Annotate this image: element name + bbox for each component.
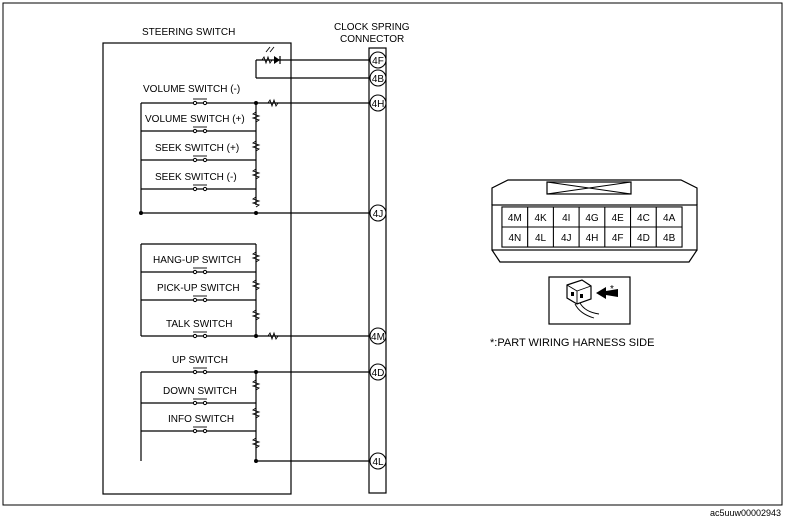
steering-switch-outline: [102, 42, 292, 495]
illumination-led: [255, 46, 370, 79]
connector-cell-label: 4F: [612, 233, 624, 244]
connector-cell-label: 4H: [586, 233, 599, 244]
pin-label: 4M: [371, 332, 385, 343]
connector-cell-4c: 4C: [630, 206, 657, 228]
connector-cell-4i: 4I: [552, 206, 580, 228]
connector-cell-4a: 4A: [655, 206, 683, 228]
switch-contact: [192, 267, 208, 275]
connector-pin-4h: 4H: [369, 94, 387, 112]
switch-label-down: DOWN SWITCH: [163, 386, 237, 397]
connector-cell-4b: 4B: [655, 226, 683, 248]
switch-contact: [192, 295, 208, 303]
switch-label-seek-plus: SEEK SWITCH (+): [155, 143, 239, 154]
connector-cell-4j: 4J: [552, 226, 580, 248]
connector-cell-label: 4G: [585, 213, 599, 224]
figure-border: [2, 2, 783, 506]
connector-cell-label: 4M: [508, 213, 522, 224]
connector-cell-label: 4K: [534, 213, 547, 224]
connector-cell-4n: 4N: [501, 226, 529, 248]
connector-pin-4m: 4M: [369, 327, 387, 345]
switch-contact: [192, 98, 208, 106]
clock-spring-label: CLOCK SPRING: [334, 22, 410, 33]
connector-face-cells: 4M 4K 4I 4G 4E 4C 4A 4N 4L 4J 4H 4F 4D 4B: [501, 206, 683, 248]
pin-label: 4B: [372, 74, 385, 85]
clock-spring-label-2: CONNECTOR: [340, 34, 404, 45]
switch-label-seek-minus: SEEK SWITCH (-): [155, 172, 237, 183]
pin-label: 4D: [372, 368, 385, 379]
pin-label: 4H: [372, 99, 385, 110]
pin-label: 4J: [373, 209, 384, 220]
connector-cell-4l: 4L: [527, 226, 554, 248]
connector-pin-4l: 4L: [369, 452, 387, 470]
connector-cell-label: 4B: [663, 233, 676, 244]
switch-label-volume-minus: VOLUME SWITCH (-): [143, 84, 240, 95]
connector-cell-label: 4I: [562, 213, 570, 224]
switch-label-volume-plus: VOLUME SWITCH (+): [145, 114, 245, 125]
connector-cell-label: 4E: [612, 213, 625, 224]
asterisk-mark: *: [610, 284, 614, 295]
switch-group-navigation: UP SWITCH DOWN SWITCH INFO SWITCH: [140, 355, 370, 463]
steering-switch-label: STEERING SWITCH: [142, 27, 235, 38]
switch-contact: [192, 331, 208, 339]
switch-contact: [192, 367, 208, 375]
figure-code: ac5uuw00002943: [710, 508, 781, 518]
connector-cell-label: 4D: [637, 233, 650, 244]
connector-cell-label: 4L: [535, 233, 547, 244]
switch-group-volume-seek: VOLUME SWITCH (-) VOLUME SWITCH (+) SEEK…: [139, 84, 370, 215]
connector-pin-4f: 4F: [369, 51, 387, 69]
connector-cell-4m: 4M: [501, 206, 529, 228]
connector-cell-4k: 4K: [527, 206, 554, 228]
switch-contact: [192, 184, 208, 192]
connector-pin-4b: 4B: [369, 69, 387, 87]
connector-cell-4d: 4D: [630, 226, 657, 248]
switch-contact: [192, 398, 208, 406]
connector-cell-label: 4J: [561, 233, 572, 244]
pin-label: 4F: [372, 56, 384, 67]
pin-label: 4L: [372, 457, 384, 468]
switch-contact: [192, 126, 208, 134]
switch-label-pick-up: PICK-UP SWITCH: [157, 283, 240, 294]
connector-cell-label: 4A: [663, 213, 676, 224]
switch-group-phone: HANG-UP SWITCH PICK-UP SWITCH TALK SWITC…: [140, 243, 370, 341]
switch-label-info: INFO SWITCH: [168, 414, 234, 425]
switch-contact: [192, 155, 208, 163]
switch-label-talk: TALK SWITCH: [166, 319, 232, 330]
switch-contact: [192, 426, 208, 434]
connector-cell-4h: 4H: [578, 226, 606, 248]
switch-label-up: UP SWITCH: [172, 355, 228, 366]
footnote: *:PART WIRING HARNESS SIDE: [490, 337, 654, 349]
connector-cell-4g: 4G: [578, 206, 606, 228]
connector-pin-4j: 4J: [369, 204, 387, 222]
connector-pin-4d: 4D: [369, 363, 387, 381]
connector-cell-label: 4C: [637, 213, 650, 224]
clock-spring-bar: [368, 47, 387, 494]
connector-cell-label: 4N: [508, 233, 521, 244]
switch-label-hang-up: HANG-UP SWITCH: [153, 255, 241, 266]
wiring-harness-side-icon: *: [548, 276, 631, 325]
connector-cell-4f: 4F: [604, 226, 632, 248]
connector-cell-4e: 4E: [604, 206, 632, 228]
